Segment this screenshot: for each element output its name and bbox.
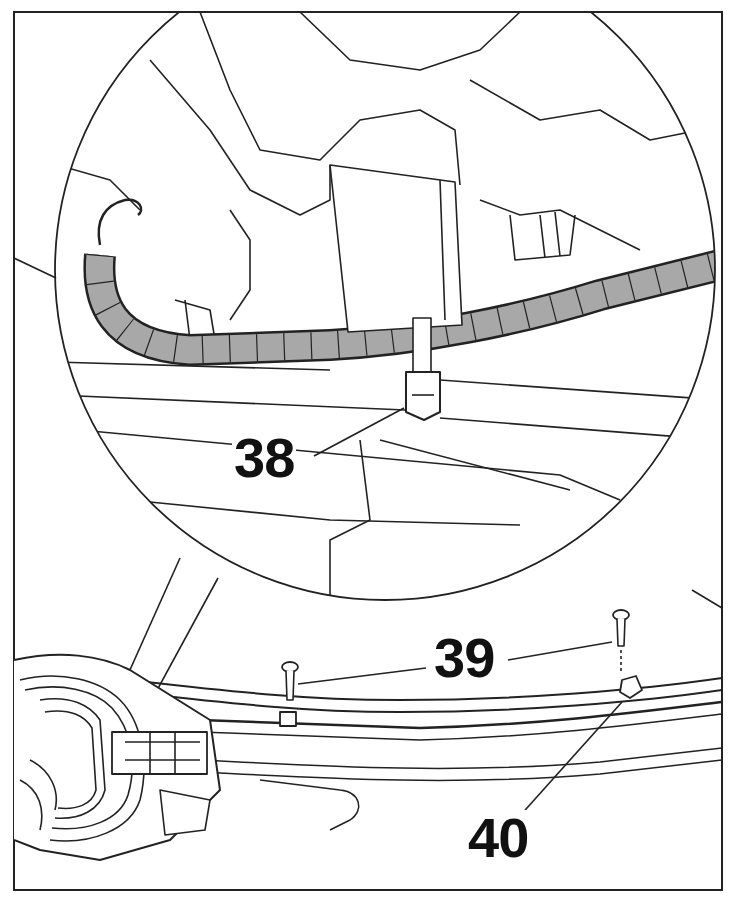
frame [14,12,722,890]
callout-number: 38 [232,430,296,486]
body-edge [200,12,460,185]
leader-line [508,642,612,660]
detail-circle [55,12,715,600]
body-edge [230,210,250,320]
leader-line [298,668,426,684]
panel-edge [60,470,130,500]
bolt [282,662,298,700]
nut [620,676,642,698]
connector-nut-edge [412,394,434,396]
pipe-hook [99,200,141,245]
brake-line [260,780,359,830]
body-edge [470,80,700,140]
callout-number: 39 [432,630,496,686]
connector-nut [406,372,440,420]
view-line [14,258,56,278]
callout-number: 40 [466,810,530,866]
leader-lines [298,408,622,818]
brake-line [200,760,722,780]
rail [380,440,570,490]
control-unit-edge [440,180,445,320]
connector [413,318,431,373]
bolt [613,610,629,672]
body-edge [300,12,520,70]
view-line [692,590,722,608]
tube-clip [280,712,296,726]
panel-edge [130,500,520,525]
drawing [14,12,722,860]
body-edge [150,60,330,215]
rail [80,430,620,500]
body-edge [40,160,140,210]
clamp-assembly [14,655,220,860]
leader-line [314,408,404,456]
body-edge [480,200,640,250]
brake-line [200,748,722,768]
control-unit [330,165,462,332]
rail [55,362,720,400]
brake-line [200,714,722,740]
bracket-ribs [540,212,560,258]
detail-view [40,12,720,610]
leader-line [518,702,622,818]
panel-edge [330,440,370,610]
